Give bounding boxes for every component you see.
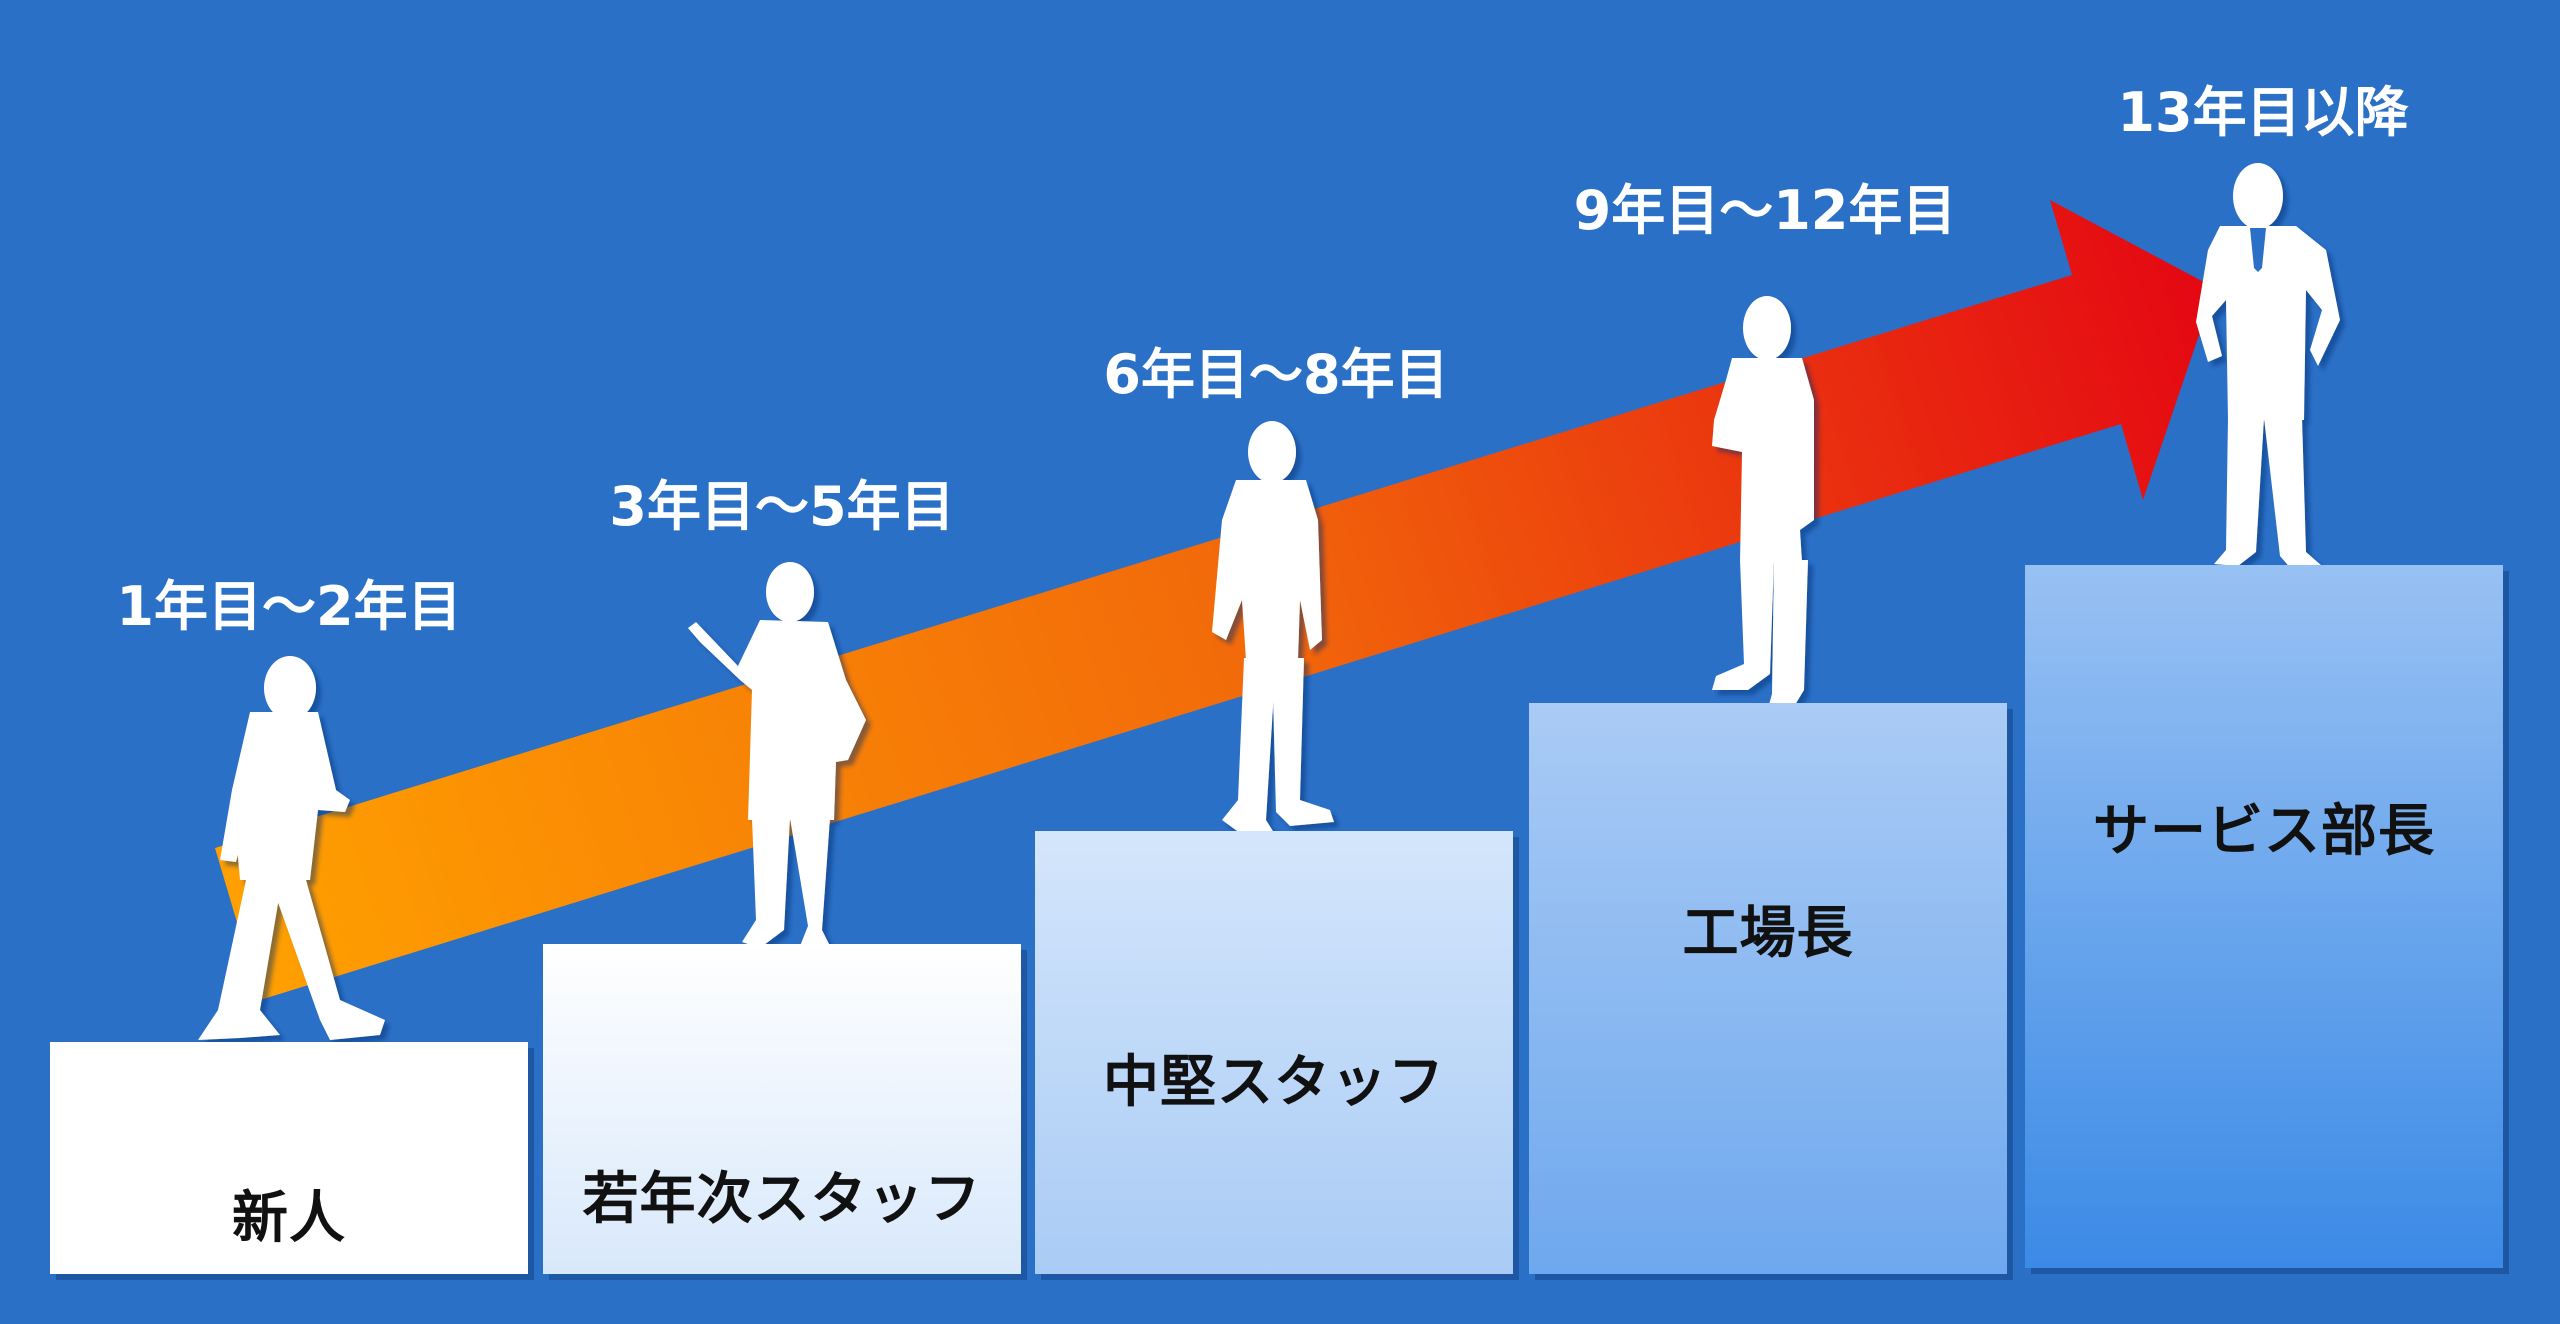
step-title: 工場長 [1682, 901, 1854, 966]
step-title: サービス部長 [2093, 799, 2435, 864]
person-silhouette-icon [1212, 421, 1334, 836]
year-range-label: 6年目〜8年目 [1103, 343, 1449, 406]
person-silhouette-icon [1712, 296, 1814, 722]
step-block-4: 工場長 [1529, 703, 2007, 1274]
year-range-label: 3年目〜5年目 [609, 475, 955, 538]
step-block-3: 中堅スタッフ [1035, 831, 1513, 1274]
year-range-label: 9年目〜12年目 [1573, 179, 1957, 242]
year-range-label: 13年目以降 [2117, 81, 2409, 144]
step-title: 若年次スタッフ [582, 1166, 982, 1232]
step-title: 中堅スタッフ [1103, 1050, 1445, 1115]
step-title: 新人 [232, 1185, 346, 1251]
person-silhouette-icon [2196, 163, 2340, 570]
step-block-1: 新人 [50, 1042, 528, 1274]
step-block-2: 若年次スタッフ [543, 944, 1021, 1274]
person-silhouette-icon [198, 656, 385, 1040]
person-silhouette-icon [688, 562, 866, 948]
year-range-label: 1年目〜2年目 [116, 575, 462, 638]
step-block-5: サービス部長 [2025, 565, 2503, 1268]
